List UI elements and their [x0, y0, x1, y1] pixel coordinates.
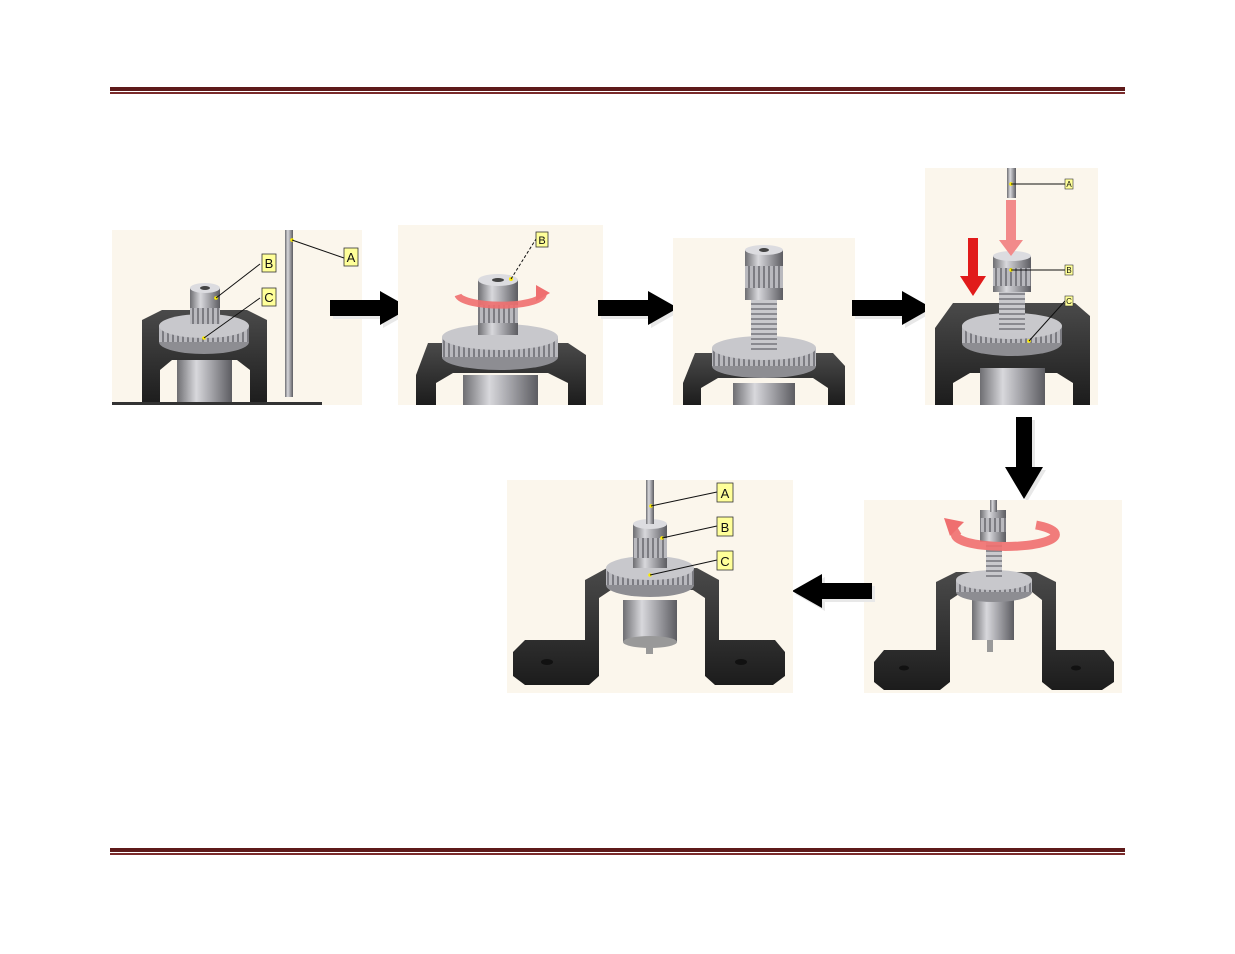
label-b: B: [265, 256, 274, 271]
step-6-panel: A B C: [507, 480, 793, 693]
label-a: A: [721, 486, 730, 501]
arrow-right-icon: [848, 287, 936, 329]
step-4-illustration: A B C: [925, 168, 1098, 405]
step-1-illustration: A B C: [112, 230, 362, 405]
label-b: B: [721, 520, 730, 535]
step-4-panel: A B C: [925, 168, 1098, 405]
step-3-illustration: [673, 238, 855, 405]
label-b: B: [538, 235, 545, 247]
arrow-down-icon: [1003, 415, 1047, 505]
label-a: A: [1066, 180, 1072, 189]
step-3-panel: [673, 238, 855, 405]
step-1-panel: A B C: [112, 230, 362, 405]
lower-cylinder: [177, 360, 232, 405]
footer-rule: [110, 848, 1125, 855]
step-2-panel: B: [398, 225, 603, 405]
arrow-right-icon: [594, 287, 682, 329]
label-c: C: [720, 554, 729, 569]
label-a: A: [347, 250, 356, 265]
step-5-panel: [864, 500, 1122, 693]
arrow-left-icon: [788, 570, 876, 612]
label-b: B: [1066, 266, 1071, 275]
rod-a: [285, 230, 293, 397]
step-6-illustration: A B C: [507, 480, 793, 693]
step-5-illustration: [864, 500, 1122, 693]
label-c: C: [264, 290, 273, 305]
label-c: C: [1066, 297, 1072, 306]
step-2-illustration: B: [398, 225, 603, 405]
header-rule: [110, 87, 1125, 94]
